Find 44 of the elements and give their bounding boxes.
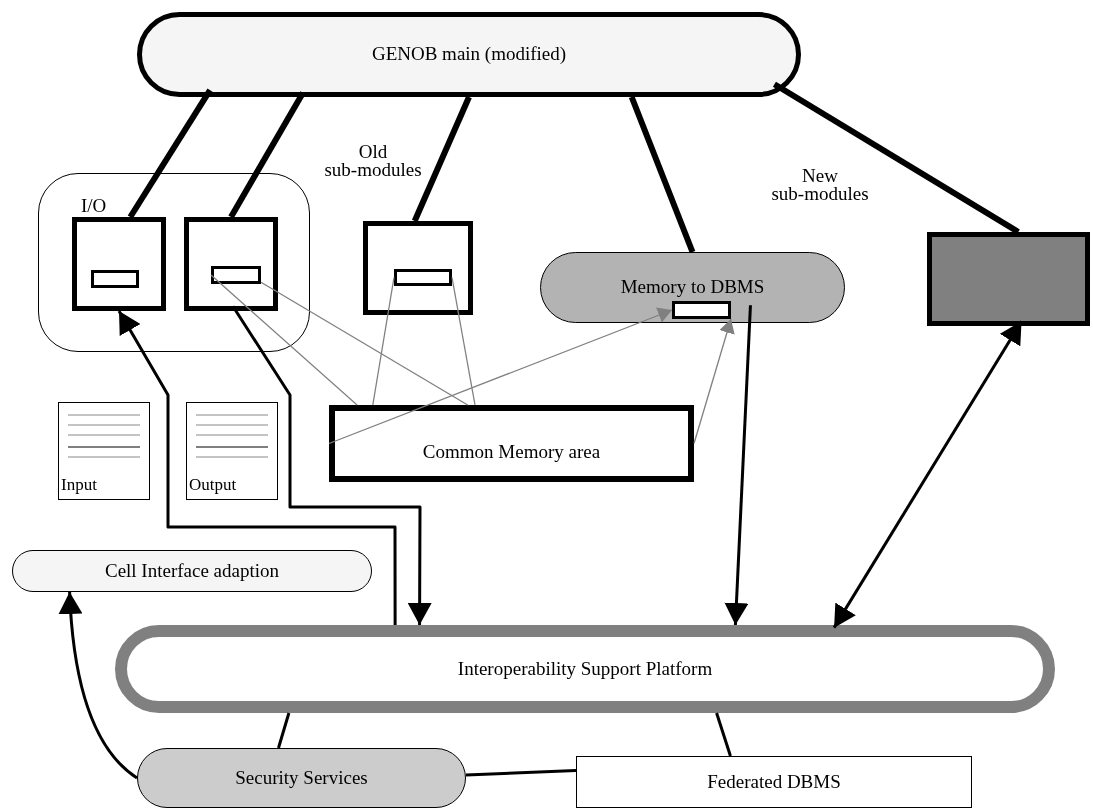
arrow (328, 307, 673, 445)
arrow (231, 305, 432, 625)
node-label: GENOB main (modified) (371, 44, 567, 65)
connector-line (228, 91, 306, 219)
arrow (58, 591, 138, 780)
connector-line (210, 274, 358, 406)
module-box (184, 217, 278, 311)
module-box (72, 217, 166, 311)
node-label: I/O (81, 196, 107, 217)
arrow (693, 318, 735, 445)
node-label: Input (61, 476, 97, 495)
node-label: Common Memory area (422, 442, 601, 463)
database-box (576, 756, 972, 808)
connector-line (411, 95, 472, 223)
memory-slot (91, 270, 139, 288)
arrow (832, 320, 1023, 629)
connector-line (127, 88, 213, 219)
group-label: Old sub-modules (323, 143, 423, 180)
connector-line (372, 276, 395, 406)
module-box (927, 232, 1090, 326)
group-label: New sub-modules (770, 167, 870, 204)
memory-slot (672, 301, 731, 319)
arrow (724, 305, 752, 626)
group-outline (38, 173, 310, 352)
memory-slot (394, 269, 452, 286)
node-label: Interoperability Support Platform (457, 658, 713, 680)
memory-box (329, 405, 694, 482)
node-label: Cell Interface adaption (104, 560, 280, 582)
node-label: Output (189, 476, 237, 495)
arrow (117, 310, 397, 625)
connector-line (465, 769, 577, 777)
document-sheet (58, 402, 150, 500)
memory-slot (211, 266, 261, 284)
node-label: Memory to DBMS (620, 277, 765, 298)
connector-line (451, 276, 476, 406)
connector-line (628, 95, 696, 254)
connector-line (277, 712, 291, 749)
module-box (363, 221, 473, 315)
service-pill (137, 748, 466, 808)
connector-line (772, 81, 1020, 235)
connector-line (715, 712, 732, 757)
connector-line (260, 281, 469, 406)
adapter-pill (12, 550, 372, 592)
document-sheet (186, 402, 278, 500)
